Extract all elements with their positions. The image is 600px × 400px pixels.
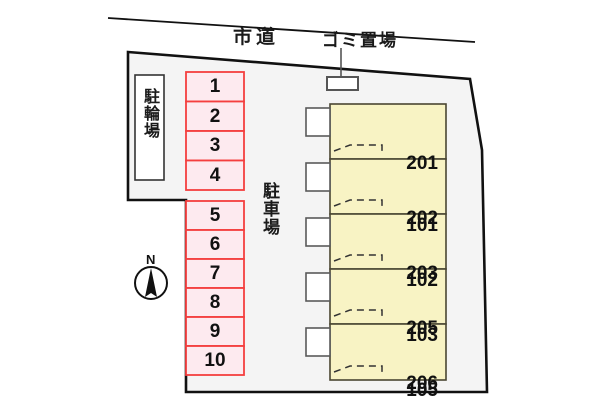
unit-label-206-106: 206 106 — [330, 333, 438, 400]
unit-label-201-101: 201 101 — [330, 113, 438, 277]
parking-stall-6 — [185, 229, 245, 260]
trash-box — [326, 76, 359, 91]
unit-block-206-106 — [329, 323, 447, 381]
unit-block-205-105 — [329, 268, 447, 325]
compass-north-label: N — [146, 252, 156, 267]
unit-entry-205-105 — [305, 272, 331, 302]
unit-entry-201-101 — [305, 107, 331, 137]
balcony-206-106 — [333, 365, 383, 376]
unit-lower-102: 102 — [406, 269, 438, 291]
car-parking-label: 駐車場 — [260, 182, 279, 236]
parking-stall-1 — [185, 71, 245, 103]
stall-number-1: 1 — [209, 76, 221, 97]
stall-number-8: 8 — [209, 292, 221, 313]
balcony-202-102 — [333, 199, 383, 210]
unit-entry-202-102 — [305, 162, 331, 192]
compass-icon — [134, 266, 168, 300]
stall-number-3: 3 — [209, 135, 221, 156]
unit-upper-201: 201 — [406, 153, 438, 175]
unit-lower-103: 103 — [406, 324, 438, 346]
parking-stall-4 — [185, 159, 245, 191]
stall-number-9: 9 — [209, 321, 221, 342]
unit-label-203-103: 203 103 — [330, 223, 438, 387]
stall-number-2: 2 — [209, 105, 221, 127]
parking-stall-7 — [185, 258, 245, 289]
unit-label-202-102: 202 102 — [330, 168, 438, 332]
balcony-203-103 — [333, 254, 383, 265]
unit-lower-101: 101 — [406, 214, 438, 236]
city-road-label: 市道 — [233, 27, 280, 48]
unit-upper-206: 206 — [406, 373, 438, 395]
unit-upper-205: 205 — [406, 318, 438, 340]
balcony-205-105 — [333, 309, 383, 320]
unit-upper-203: 203 — [406, 263, 438, 285]
parking-stall-8 — [185, 287, 245, 318]
balcony-201-101 — [333, 144, 383, 155]
city-road-line — [107, 17, 476, 43]
unit-entry-203-103 — [305, 217, 331, 247]
stall-number-7: 7 — [209, 263, 221, 284]
parking-stall-3 — [185, 130, 245, 162]
unit-entry-206-106 — [305, 327, 331, 357]
unit-label-205-105: 205 105 — [330, 278, 438, 400]
unit-lower-105: 105 — [406, 379, 438, 400]
trash-area-label: ゴミ置場 — [322, 31, 398, 50]
parking-stall-10 — [185, 345, 245, 376]
unit-upper-202: 202 — [406, 208, 438, 230]
stall-number-5: 5 — [209, 205, 221, 226]
unit-block-201-101 — [329, 103, 447, 160]
stall-number-10: 10 — [204, 350, 226, 371]
stall-number-6: 6 — [209, 234, 221, 255]
bicycle-parking-box — [134, 74, 165, 181]
bicycle-parking-label: 駐輪場 — [141, 88, 158, 139]
stall-number-4: 4 — [209, 164, 221, 186]
